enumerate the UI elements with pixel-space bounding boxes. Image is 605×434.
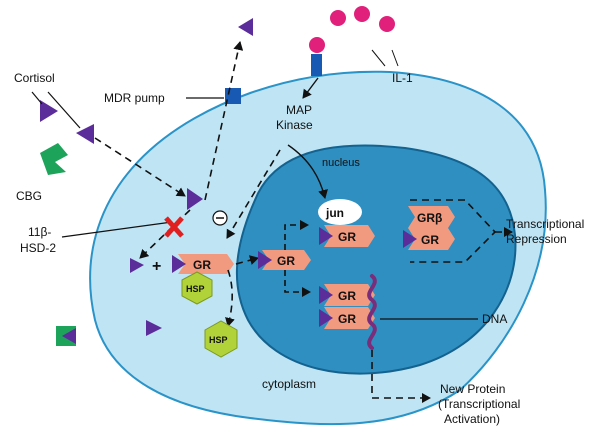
il1-molecule	[354, 6, 370, 22]
label-il1: IL-1	[392, 71, 413, 85]
label-gr-nuclear: GR	[277, 254, 295, 268]
cortisol-molecule	[40, 100, 58, 122]
label-plus: +	[152, 258, 161, 275]
label-mdr-pump: MDR pump	[104, 91, 165, 105]
cortisol-molecule	[130, 258, 144, 273]
dna-strand	[367, 274, 377, 350]
label-new-protein-line1: New Protein	[440, 382, 505, 396]
label-repression-line2: Repression	[506, 232, 567, 246]
label-cbg: CBG	[16, 189, 42, 203]
il1-molecule	[309, 37, 325, 53]
label-gr-dna-top: GR	[338, 289, 356, 303]
label-hsp-bound: HSP	[186, 284, 205, 294]
label-gr-dna-bottom: GR	[338, 312, 356, 326]
cortisol-molecule	[76, 124, 94, 144]
gr-dimer-dna	[319, 284, 375, 329]
label-cortisol: Cortisol	[14, 71, 55, 85]
label-jun: jun	[325, 206, 344, 220]
label-gr-beta-2: GR	[421, 233, 439, 247]
nucleus	[235, 144, 517, 375]
label-new-protein-line2: (Transcriptional	[438, 397, 520, 411]
label-gr-jun: GR	[338, 230, 356, 244]
label-hsd-line2: HSD-2	[20, 241, 56, 255]
il1-molecule	[379, 16, 395, 32]
il1-molecule	[330, 10, 346, 26]
cortisol-molecule	[62, 328, 76, 344]
label-nucleus: nucleus	[322, 157, 360, 169]
cortisol-molecule	[187, 188, 203, 210]
gr-hsp-complex	[172, 254, 234, 305]
cortisol-molecule	[146, 320, 162, 336]
hsp-released	[204, 320, 238, 358]
il1-receptor	[311, 54, 322, 76]
label-gr-cyto: GR	[193, 258, 211, 272]
label-cytoplasm: cytoplasm	[262, 377, 316, 391]
cortisol-molecule	[238, 18, 253, 36]
label-gr-beta: GRβ	[417, 211, 442, 225]
label-map-line2: Kinase	[276, 118, 313, 132]
label-repression-line1: Transcriptional	[506, 217, 584, 231]
label-map-line1: MAP	[286, 103, 312, 117]
label-hsd-line1: 11β-	[28, 225, 51, 239]
label-hsp-free: HSP	[209, 335, 228, 345]
label-dna: DNA	[482, 312, 507, 326]
cbg-protein	[40, 143, 68, 175]
gr-beta-dimer	[403, 206, 455, 250]
inhibition-x-mark	[164, 216, 184, 238]
gr-jun-complex	[319, 225, 375, 247]
gr-nuclear	[258, 250, 311, 270]
label-new-protein-line3: Activation)	[444, 412, 500, 426]
jun-protein	[318, 199, 362, 225]
